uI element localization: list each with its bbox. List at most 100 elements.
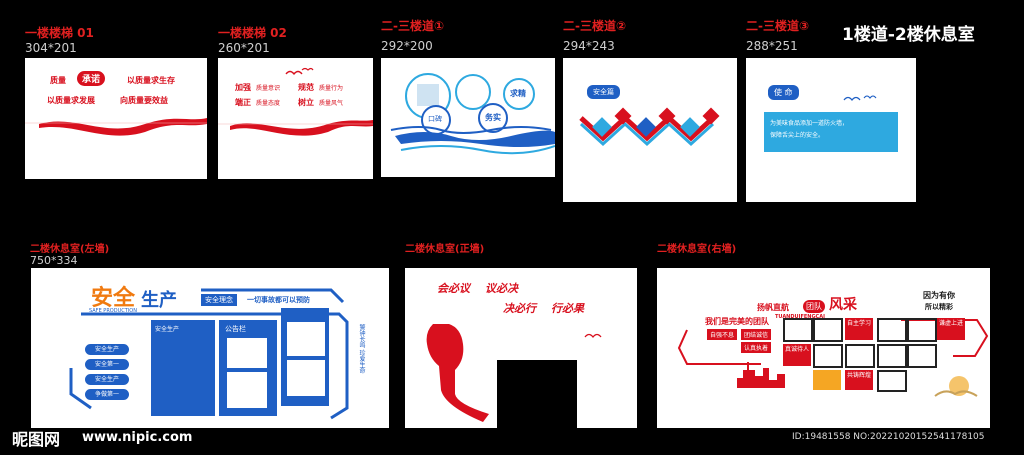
photo-frame <box>877 318 907 342</box>
value-box-2: 真诚待人 <box>783 344 811 366</box>
reputation-text: 口碑 <box>428 115 442 123</box>
watermark-logo: 昵图网 <box>12 430 61 449</box>
panel-dim-1: 304*201 <box>25 41 77 55</box>
sun-cloud-icon <box>934 376 978 397</box>
red-ribbon <box>25 118 207 136</box>
left-wall-label: 二楼休息室(左墙) <box>30 244 110 255</box>
stair-panel-4: 安全篇 <box>563 58 737 202</box>
panel-label-4: 二-三楼道② <box>563 19 627 33</box>
slogan-develop: 以质量求发展 <box>47 96 95 105</box>
doorway <box>497 360 577 428</box>
meeting-slogan-3: 决必行 <box>503 302 536 315</box>
watermark-id: ID:19481558 NO:20221020152541178105 <box>792 432 985 442</box>
safety-board-title: 安全生产 <box>155 326 180 333</box>
quality-attitude: 质量态度 <box>256 100 281 107</box>
right-wall-label: 二楼休息室(右墙) <box>657 244 737 255</box>
birds-icon <box>843 95 877 102</box>
front-wall-label: 二楼休息室(正墙) <box>405 244 485 255</box>
panel-label-1: 一楼楼梯 01 <box>25 26 94 40</box>
front-wall-panel: 会必议 议必决 决必行 行必果 <box>405 268 637 428</box>
value-tag-2: 团结诚信 <box>741 329 772 340</box>
watermark-url: www.nipic.com <box>82 430 193 445</box>
prevention-slogan: 一切事故都可以预防 <box>247 296 310 304</box>
mission-box <box>764 112 898 152</box>
right-wall-panel: 我们是完美的团队 扬帆直航 团队 风采 TUANDUIFENGCAI 因为有你 … <box>657 268 990 428</box>
circles-waves <box>390 73 555 155</box>
stair-panel-3: 口碑 务实 求精 <box>381 58 555 177</box>
panel-dim-4: 294*243 <box>563 39 615 53</box>
so-wonderful: 所以精彩 <box>925 303 953 311</box>
left-wall-panel: 安全 生产 SAFE PRODUCTION 安全理念 一切事故都可以预防 安全生… <box>31 268 389 428</box>
safety-chapter-tag: 安全篇 <box>587 85 620 99</box>
photo-frame <box>845 344 875 368</box>
correct-label: 端正 <box>235 98 251 107</box>
slogan-benefit: 向质量要效益 <box>120 96 168 105</box>
quality-awareness: 质量意识 <box>256 85 281 92</box>
panel-dim-2: 260*201 <box>218 41 270 55</box>
red-ribbon <box>218 120 373 136</box>
safe-production-en: SAFE PRODUCTION <box>89 308 137 314</box>
value-box-3: 共铸辉煌 <box>845 370 873 390</box>
panel-label-5: 二-三楼道③ <box>746 19 810 33</box>
photo-frame <box>877 344 907 368</box>
value-tag-3: 认真执着 <box>741 342 772 353</box>
value-box-4: 谦虚上进 <box>937 318 965 340</box>
meeting-slogan-4: 行必果 <box>551 302 584 315</box>
page-title: 1楼道-2楼休息室 <box>842 25 975 45</box>
left-wall-dim: 750*334 <box>30 254 78 267</box>
birds-icon <box>285 67 314 76</box>
mission-line-1: 为美味食品添加一道防火墙， <box>770 120 849 127</box>
birds-icon <box>584 333 602 339</box>
pragmatic-text: 务实 <box>485 113 501 122</box>
photo-frame <box>907 318 937 342</box>
quality-behavior: 质量行为 <box>319 85 344 92</box>
meeting-slogan-1: 会必议 <box>437 282 470 295</box>
orange-block <box>813 370 841 390</box>
side-button-2: 安全第一 <box>85 359 129 370</box>
safety-title-a: 安全 <box>91 286 136 311</box>
slogan-survive: 以质量求生存 <box>127 76 175 85</box>
meeting-slogan-2: 议必决 <box>485 282 518 295</box>
panel-label-2: 一楼楼梯 02 <box>218 26 287 40</box>
sail-slogan: 扬帆直航 <box>757 303 789 312</box>
side-button-3: 安全生产 <box>85 374 129 385</box>
stair-panel-2: 加强 质量意识 规范 质量行为 端正 质量态度 树立 质量风气 <box>218 58 373 179</box>
mission-line-2: 保障舌尖上的安全。 <box>770 132 825 139</box>
panel-dim-5: 288*251 <box>746 39 798 53</box>
value-box-1: 自主学习 <box>845 318 873 340</box>
notice-board-title: 公告栏 <box>225 325 246 333</box>
team-slogan: 我们是完美的团队 <box>705 317 769 326</box>
mission-tag: 使 命 <box>768 85 799 100</box>
quality-atmosphere: 质量风气 <box>319 100 344 107</box>
panel-dim-3: 292*200 <box>381 39 433 53</box>
side-button-4: 争做第一 <box>85 389 129 400</box>
standardize-label: 规范 <box>298 83 314 92</box>
photo-grid: 自主学习 真诚待人 共铸辉煌 <box>783 318 959 392</box>
promise-badge: 承诺 <box>77 71 106 86</box>
team-pinyin: TUANDUIFENGCAI <box>775 314 825 320</box>
photo-frame <box>783 318 813 342</box>
because-you: 因为有你 <box>923 291 955 300</box>
excellence-text: 求精 <box>510 89 526 98</box>
raised-fist-icon <box>426 324 489 422</box>
production-title-b: 生产 <box>141 290 177 311</box>
establish-label: 树立 <box>298 98 314 107</box>
photo-frame <box>877 370 907 392</box>
team-circle-label: 团队 <box>803 300 825 313</box>
strengthen-label: 加强 <box>235 83 251 92</box>
stair-panel-5: 使 命 为美味食品添加一道防火墙， 保障舌尖上的安全。 <box>746 58 916 202</box>
panel-label-3: 二-三楼道① <box>381 19 445 33</box>
photo-frame <box>813 318 843 342</box>
side-button-1: 安全生产 <box>85 344 129 355</box>
left-wall-frame <box>69 288 349 420</box>
value-tag-1: 自强不息 <box>707 329 738 340</box>
safety-concept-tag: 安全理念 <box>201 294 237 306</box>
fengcai-title: 风采 <box>829 297 857 313</box>
photo-frame <box>813 344 843 368</box>
photo-frame <box>907 344 937 368</box>
city-skyline-icon <box>737 362 785 388</box>
vertical-slogan: 警钟长鸣 珍爱生命 <box>358 324 365 374</box>
quality-label: 质量 <box>50 76 66 85</box>
zigzag-diamonds <box>579 107 720 147</box>
stair-panel-1: 质量 承诺 以质量求生存 以质量求发展 向质量要效益 <box>25 58 207 179</box>
